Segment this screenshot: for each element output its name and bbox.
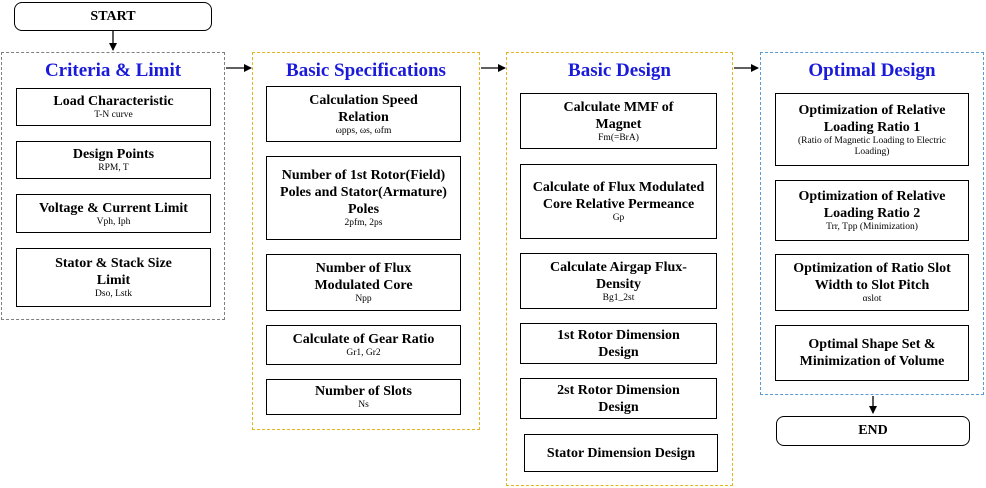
optimal-design-group: Optimal Design xyxy=(760,52,984,395)
optimal-design-title: Optimal Design xyxy=(808,60,936,81)
box-title: Calculate of Flux Modulated Core Relativ… xyxy=(532,180,705,212)
box-title: Number of Slots xyxy=(315,384,412,399)
stator-stack-size-limit-box: Stator & Stack Size Limit Dso, Lstk xyxy=(16,248,211,307)
box-subtitle: Gr1, Gr2 xyxy=(346,348,381,358)
box-subtitle: Bg1_2st xyxy=(602,292,635,303)
box-title: Number of 1st Rotor(Field) Poles and Sta… xyxy=(280,168,447,217)
box-title: Number of Flux Modulated Core xyxy=(314,261,413,293)
box-title: 2st Rotor Dimension Design xyxy=(557,382,680,415)
box-title: Calculation Speed Relation xyxy=(309,92,418,125)
basic-specifications-title: Basic Specifications xyxy=(286,60,446,81)
box-title: Optimization of Relative Loading Ratio 1 xyxy=(798,102,946,135)
box-title: Calculate of Gear Ratio xyxy=(292,332,435,347)
start-label: START xyxy=(90,8,136,24)
box-subtitle: Npp xyxy=(355,294,372,304)
number-of-slots-box: Number of Slots Ns xyxy=(266,379,461,415)
basic-design-title: Basic Design xyxy=(568,60,671,81)
box-title: Design Points xyxy=(72,147,155,162)
box-subtitle: Trr, Tpp (Minimization) xyxy=(826,222,918,232)
relative-loading-ratio-2-box: Optimization of Relative Loading Ratio 2… xyxy=(775,180,969,241)
box-subtitle: T-N curve xyxy=(94,110,133,120)
box-title: Calculate MMF of Magnet xyxy=(563,99,674,132)
box-subtitle: Vph, Iph xyxy=(96,216,131,227)
box-subtitle: Gp xyxy=(612,213,625,223)
flux-modulated-core-permeance-box: Calculate of Flux Modulated Core Relativ… xyxy=(520,164,717,239)
airgap-flux-density-box: Calculate Airgap Flux-Density Bg1_2st xyxy=(520,253,717,309)
box-title: Optimization of Ratio Slot Width to Slot… xyxy=(793,261,951,293)
relative-loading-ratio-1-box: Optimization of Relative Loading Ratio 1… xyxy=(775,93,969,166)
box-title: Stator & Stack Size Limit xyxy=(55,256,172,288)
number-of-poles-box: Number of 1st Rotor(Field) Poles and Sta… xyxy=(266,156,461,240)
stator-dimension-design-box: Stator Dimension Design xyxy=(524,434,718,472)
design-points-box: Design Points RPM, T xyxy=(16,141,211,179)
box-subtitle: (Ratio of Magnetic Loading to Electric L… xyxy=(798,135,946,157)
calculate-mmf-box: Calculate MMF of Magnet Fm(=BrA) xyxy=(520,93,717,149)
box-title: 1st Rotor Dimension Design xyxy=(557,327,680,360)
number-of-flux-modulated-core-box: Number of Flux Modulated Core Npp xyxy=(266,254,461,311)
box-title: Optimal Shape Set & Minimization of Volu… xyxy=(799,337,945,369)
end-label: END xyxy=(858,423,888,438)
slot-width-ratio-box: Optimization of Ratio Slot Width to Slot… xyxy=(775,254,969,311)
box-subtitle: ωpps, ωs, ωfm xyxy=(335,125,392,136)
box-subtitle: αslot xyxy=(862,294,882,304)
calculation-speed-relation-box: Calculation Speed Relation ωpps, ωs, ωfm xyxy=(266,86,461,142)
box-title: Load Characteristic xyxy=(53,94,174,109)
criteria-limit-group: Criteria & Limit xyxy=(1,52,225,320)
basic-design-group: Basic Design xyxy=(506,52,733,486)
box-subtitle: Dso, Lstk xyxy=(95,289,132,299)
box-subtitle: RPM, T xyxy=(98,163,129,173)
start-terminal: START xyxy=(14,2,212,31)
end-terminal: END xyxy=(776,416,970,446)
box-title: Calculate Airgap Flux-Density xyxy=(550,259,687,292)
box-title: Voltage & Current Limit xyxy=(39,200,188,216)
criteria-limit-title: Criteria & Limit xyxy=(44,60,182,81)
box-subtitle: 2pfm, 2ps xyxy=(344,218,383,228)
load-characteristic-box: Load Characteristic T-N curve xyxy=(16,88,211,126)
box-subtitle: Fm(=BrA) xyxy=(598,132,639,143)
optimal-shape-set-box: Optimal Shape Set & Minimization of Volu… xyxy=(775,325,969,381)
first-rotor-dimension-box: 1st Rotor Dimension Design xyxy=(520,323,717,364)
basic-specifications-group: Basic Specifications xyxy=(252,52,480,430)
box-title: Optimization of Relative Loading Ratio 2 xyxy=(798,189,946,221)
voltage-current-limit-box: Voltage & Current Limit Vph, Iph xyxy=(16,194,211,233)
calculate-gear-ratio-box: Calculate of Gear Ratio Gr1, Gr2 xyxy=(266,325,461,365)
box-subtitle: Ns xyxy=(358,400,369,410)
box-title: Stator Dimension Design xyxy=(546,445,696,461)
second-rotor-dimension-box: 2st Rotor Dimension Design xyxy=(520,378,717,419)
